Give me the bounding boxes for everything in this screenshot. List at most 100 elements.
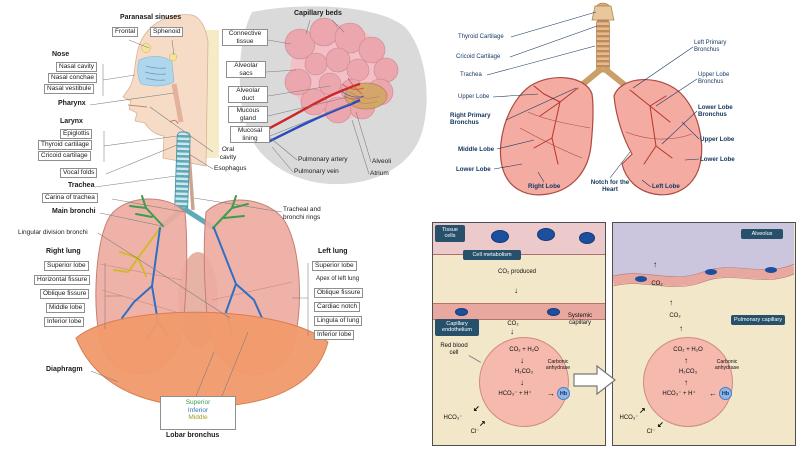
label-alveolar-duct: Alveolar duct xyxy=(228,86,268,104)
label-frontal: Frontal xyxy=(112,27,139,37)
label-nasal-conchae: Nasal conchae xyxy=(48,73,97,83)
label-left-superior-lobe: Superior lobe xyxy=(312,261,357,271)
label-pulmonary-vein: Pulmonary vein xyxy=(294,168,339,175)
label-hco3-h-systemic: HCO₃⁻ + H⁺ xyxy=(498,391,532,397)
hb-circle-pulmonary: Hb xyxy=(719,387,732,400)
label-sphenoid: Sphenoid xyxy=(150,27,184,37)
label-lobar-superior: Superior xyxy=(185,399,211,406)
label-nasal-vestibule: Nasal vestibule xyxy=(44,84,95,94)
label-co2-h2o-pulmonary: CO₂ + H₂O xyxy=(673,347,703,353)
label-hco3-out-systemic: HCO₃⁻ xyxy=(443,415,463,421)
label-larynx: Larynx xyxy=(60,118,83,125)
label-cricoid-cartilage: Cricoid cartilage xyxy=(38,151,91,161)
arrow-right-icon: → xyxy=(547,389,555,398)
arrow-up-icon: ↑ xyxy=(684,378,688,387)
label-cl-systemic: Cl⁻ xyxy=(470,429,480,435)
label-h2co3-pulmonary: H₂CO₃ xyxy=(678,369,698,375)
arrow-left-icon: ← xyxy=(709,389,717,398)
label-lobar-middle: Middle xyxy=(188,414,208,422)
label-notch-for-the-heart: Notch for the Heart xyxy=(590,179,630,194)
label-nasal-cavity: Nasal cavity xyxy=(56,62,98,72)
label-right-superior-lobe: Superior lobe xyxy=(44,261,89,271)
label-pulmonary-artery: Pulmonary artery xyxy=(298,156,348,163)
arrow-down-left-icon: ↙ xyxy=(473,404,480,413)
label-left-primary-bronchus: Left Primary Bronchus xyxy=(694,40,727,54)
tissue-cell-nucleus xyxy=(579,232,595,244)
label-right-inferior-lobe: Inferior lobe xyxy=(44,317,85,327)
label-lingula-of-lung: Lingula of lung xyxy=(314,316,363,326)
badge-alveolus: Alveolus xyxy=(741,229,783,239)
label-carina-of-trachea: Carina of trachea xyxy=(42,193,98,203)
label-nose: Nose xyxy=(52,51,70,58)
arrow-down-icon: ↓ xyxy=(520,356,524,365)
red-blood-cell-systemic xyxy=(479,337,569,427)
arrow-up-icon: ↑ xyxy=(679,324,683,333)
label-co2-alveolus: CO₂ xyxy=(651,281,663,287)
badge-pulmonary-capillary: Pulmonary capillary xyxy=(731,315,785,325)
label-lungs-thyroid-cartilage: Thyroid Cartilage xyxy=(458,34,504,40)
label-cardiac-notch: Cardiac notch xyxy=(314,302,361,312)
endothelium-nucleus xyxy=(455,308,468,316)
arrow-down-left-icon: ↙ xyxy=(657,420,664,429)
label-left-inferior-lobe: Inferior lobe xyxy=(314,330,355,340)
label-systemic-capillary: Systemic capillary xyxy=(567,313,593,326)
label-carbonic-anhydrase-systemic: Carbonic anhydrase xyxy=(545,359,571,371)
transfer-arrow-icon xyxy=(573,364,616,396)
label-lower-lobe-left-lung: Lower Lobe xyxy=(700,156,735,163)
endothelium-nucleus xyxy=(547,308,560,316)
label-paranasal-sinuses: Paranasal sinuses xyxy=(120,14,182,21)
label-red-blood-cell: Red blood cell xyxy=(440,343,468,356)
label-mucous-gland: Mucous gland xyxy=(228,106,268,124)
label-lingular-division-bronchi: Lingular division bronchi xyxy=(18,229,88,236)
label-main-bronchi: Main bronchi xyxy=(52,208,96,215)
arrow-down-icon: ↓ xyxy=(510,327,514,336)
badge-cell-metabolism: Cell metabolism xyxy=(463,250,521,260)
lung-lobes-illustration xyxy=(486,2,703,196)
arrow-up-right-icon: ↗ xyxy=(479,419,486,428)
label-lungs-cricoid-cartilage: Cricoid Cartilage xyxy=(456,54,501,60)
pulmonary-exchange-panel: Alveolus ↑ CO₂ ↑ CO₂ ↑ Pulmonary capilla… xyxy=(612,222,796,446)
label-capillary-beds: Capillary beds xyxy=(294,10,342,17)
red-blood-cell-pulmonary xyxy=(643,337,733,427)
label-apex-of-left-lung: Apex of left lung xyxy=(316,276,360,282)
label-thyroid-cartilage: Thyroid cartilage xyxy=(38,140,93,150)
label-lobar-inferior: Inferior xyxy=(187,406,209,414)
label-left-lobe: Left Lobe xyxy=(652,183,680,190)
label-middle-lobe: Middle lobe xyxy=(46,303,86,313)
label-co2-capillary: CO₂ xyxy=(669,313,681,319)
label-co2-produced: CO₂ produced xyxy=(497,269,536,275)
label-horizontal-fissure: Horizontal fissure xyxy=(34,275,91,285)
tissue-cell-nucleus xyxy=(537,228,555,241)
lobar-bronchus-legend: Superior Inferior Middle xyxy=(160,396,236,430)
label-upper-lobe-right-lung: Upper Lobe xyxy=(458,94,490,100)
label-left-lung: Left lung xyxy=(318,248,348,255)
badge-capillary-endothelium: Capillary endothelium xyxy=(435,319,479,336)
label-hco3-out-pulmonary: HCO₃⁻ xyxy=(619,415,639,421)
label-middle-lobe-lungs: Middle Lobe xyxy=(458,146,495,153)
label-right-primary-bronchus: Right Primary Bronchus xyxy=(450,112,491,127)
arrow-up-icon: ↑ xyxy=(684,356,688,365)
label-lower-lobe-right-lung: Lower Lobe xyxy=(456,166,491,173)
label-left-oblique-fissure: Oblique fissure xyxy=(314,288,364,298)
label-mucosal-lining: Mucosal lining xyxy=(230,126,270,144)
hb-circle-systemic: Hb xyxy=(557,387,570,400)
arrow-up-icon: ↑ xyxy=(669,298,673,307)
label-atrium: Atrium xyxy=(370,170,389,177)
arrow-up-icon: ↑ xyxy=(653,260,657,269)
systemic-exchange-panel: Tissue cells Cell metabolism CO₂ produce… xyxy=(432,222,606,446)
label-pharynx: Pharynx xyxy=(58,100,86,107)
label-hco3-h-pulmonary: HCO₃⁻ + H⁺ xyxy=(662,391,696,397)
label-tracheal-and-bronchi-rings: Tracheal and bronchi rings xyxy=(283,206,321,221)
label-carbonic-anhydrase-pulmonary: Carbonic anhydrase xyxy=(714,359,740,371)
label-vocal-folds: Vocal folds xyxy=(60,168,98,178)
label-diaphragm: Diaphragm xyxy=(46,366,83,373)
tissue-cell-nucleus xyxy=(491,230,509,243)
label-right-lobe: Right Lobe xyxy=(528,183,561,190)
label-upper-lobe-left-lung: Upper Lobe xyxy=(700,136,735,143)
label-trachea: Trachea xyxy=(68,182,95,189)
label-cl-pulmonary: Cl⁻ xyxy=(646,429,656,435)
label-epiglottis: Epiglottis xyxy=(60,129,93,139)
label-alveoli: Alveoli xyxy=(372,158,392,165)
label-right-lung: Right lung xyxy=(46,248,81,255)
